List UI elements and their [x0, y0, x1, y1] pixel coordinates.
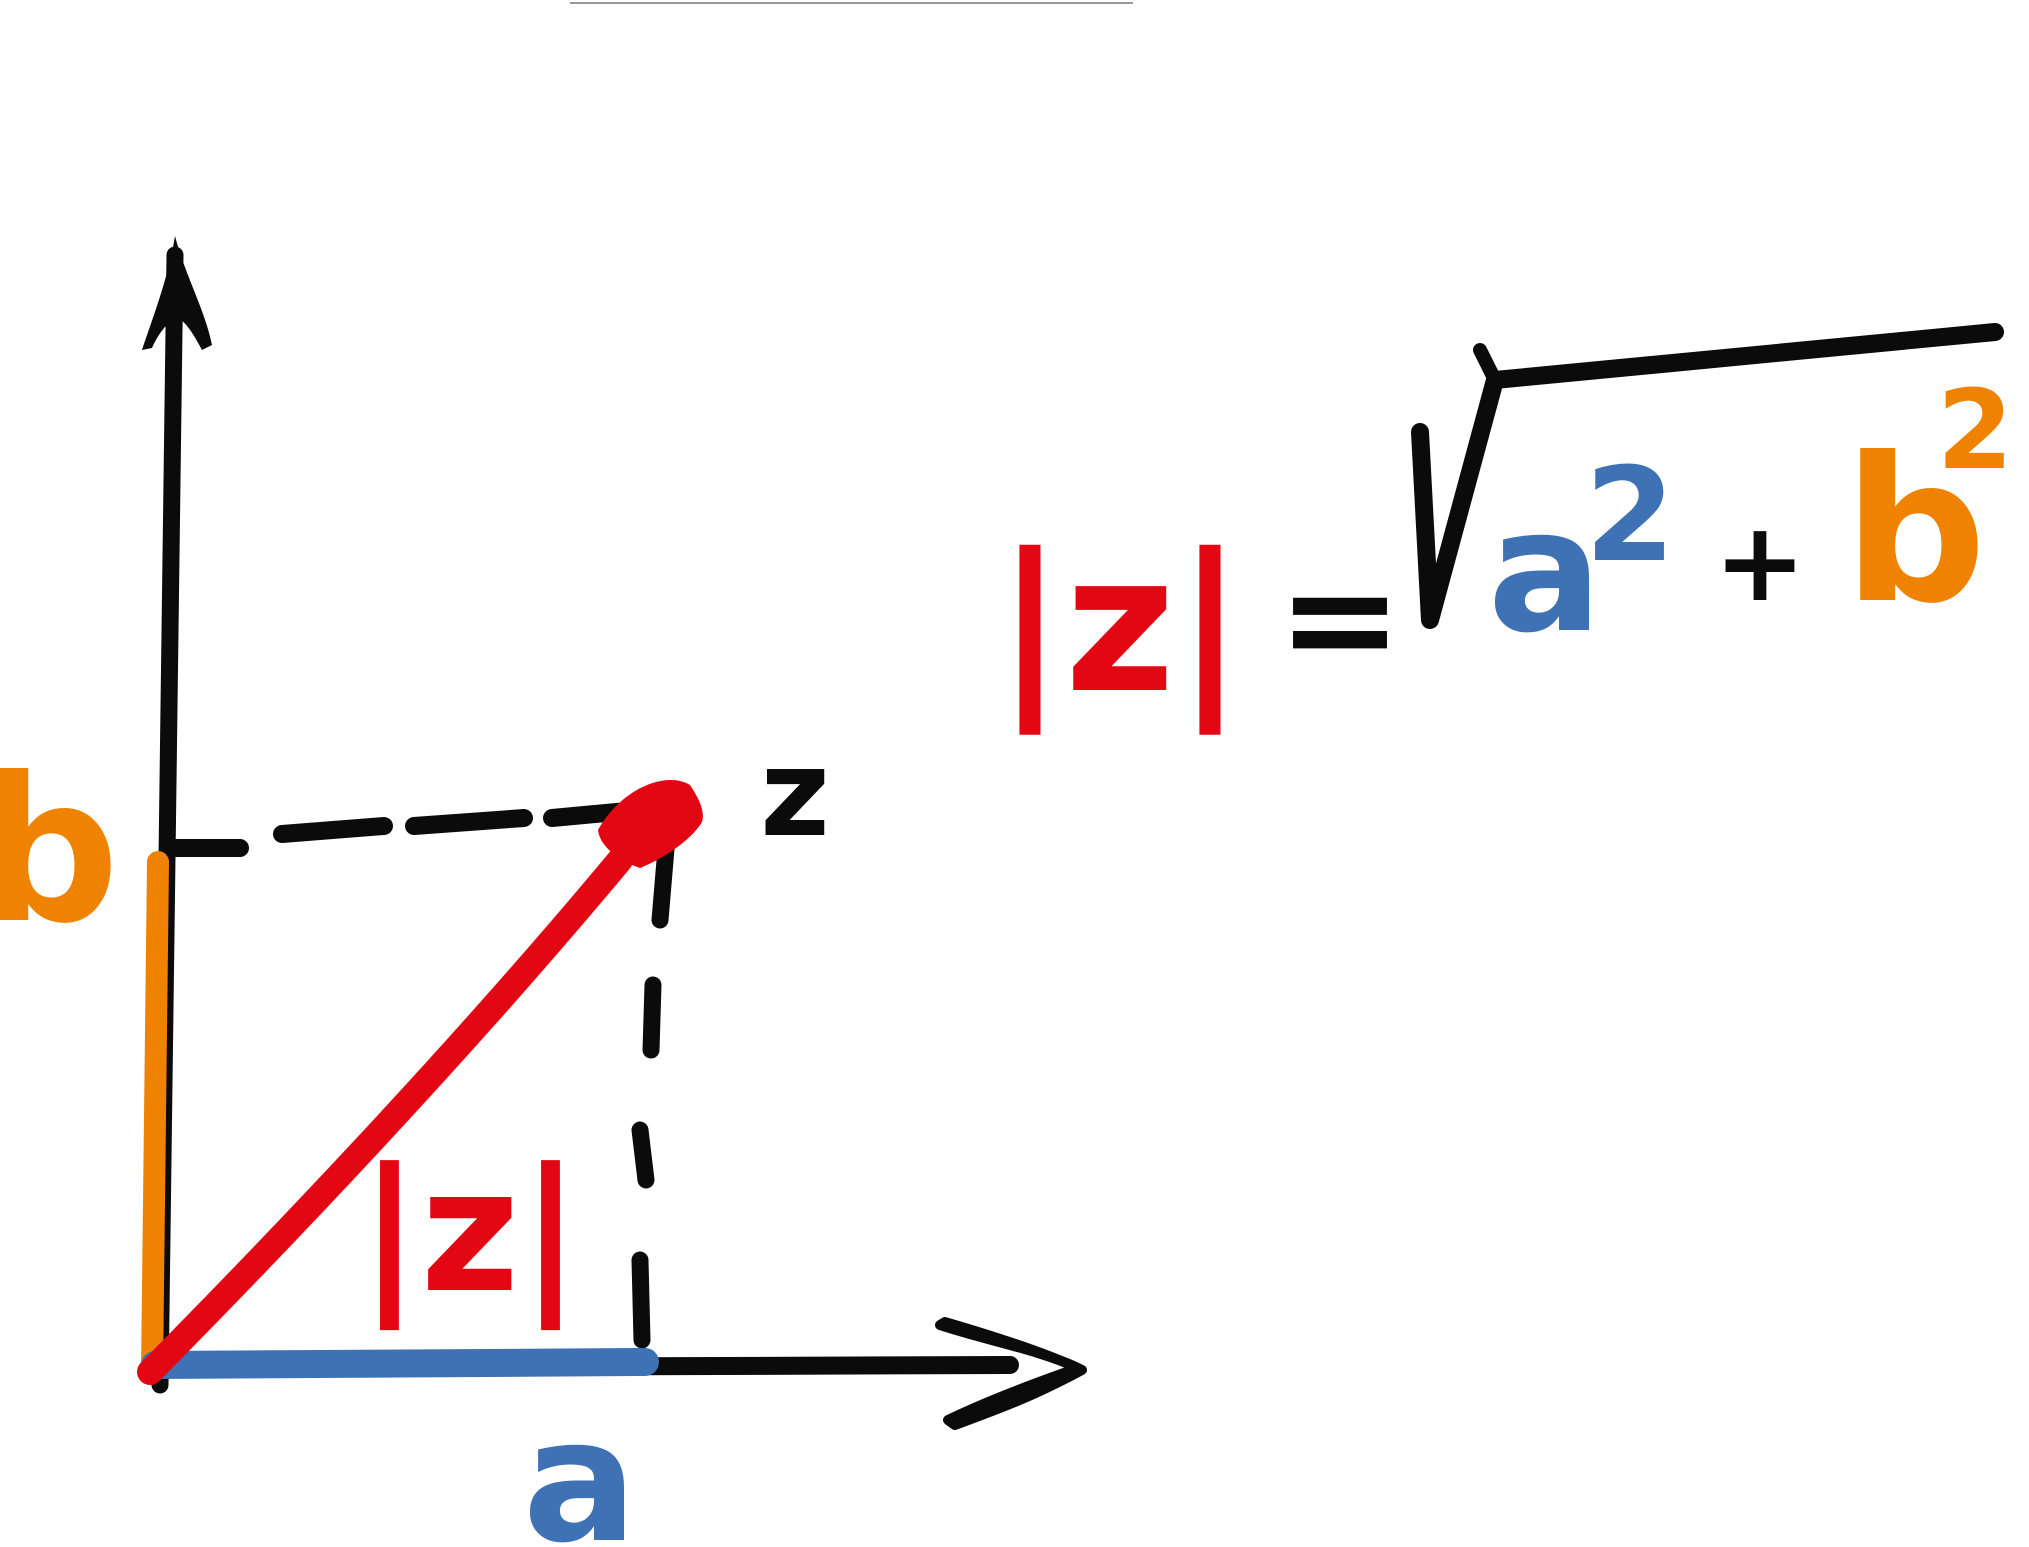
arrow-up-icon	[142, 236, 212, 350]
label-b: b	[0, 735, 120, 968]
formula-b: b	[1843, 415, 1986, 648]
dashed-horizontal	[159, 799, 669, 857]
formula-plus: +	[1714, 498, 1806, 626]
formula-a: a	[1488, 473, 1603, 671]
imag-part-segment	[141, 851, 169, 1383]
square-root-icon	[1411, 323, 2004, 629]
modulus-vector	[137, 847, 633, 1385]
formula-a-exponent: 2	[1585, 439, 1675, 591]
label-modulus-on-vector: |z|	[358, 1133, 581, 1331]
arrow-diagonal-icon	[598, 780, 703, 868]
formula-b-exponent: 2	[1937, 366, 2014, 494]
formula-equals: =	[1277, 532, 1403, 706]
modulus-formula: |z| = a 2 + b 2	[995, 323, 2014, 735]
arrow-right-icon	[935, 1317, 1087, 1430]
dashed-vertical	[631, 816, 677, 1349]
label-z: z	[760, 725, 830, 864]
real-part-segment	[141, 1348, 659, 1379]
formula-lhs: |z|	[995, 514, 1244, 735]
label-a: a	[523, 1383, 638, 1547]
